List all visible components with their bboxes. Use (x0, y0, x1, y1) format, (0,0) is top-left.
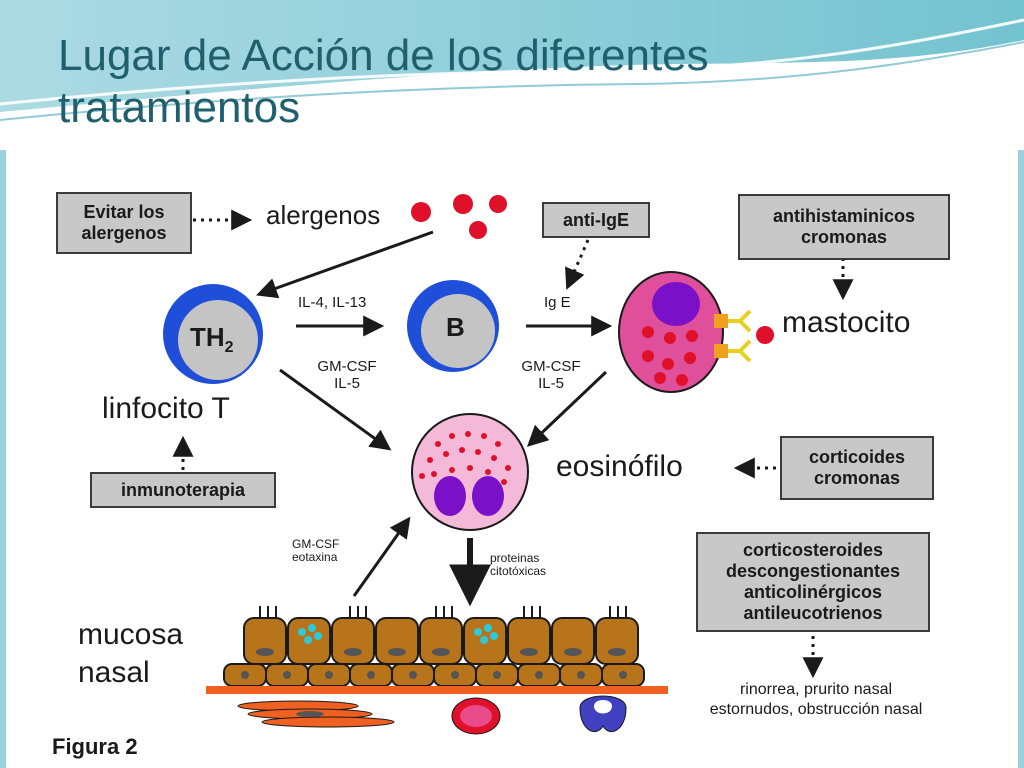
label-mucosa-nasal: mucosa nasal (78, 616, 183, 692)
diagram-graphics (163, 194, 854, 735)
box-rhinitis-treatments: corticosteroides descongestionantes anti… (696, 532, 930, 632)
arrow-mast-eos (526, 370, 608, 447)
nasal-mucosa (206, 606, 668, 694)
gm-csf-left-2: IL-5 (334, 375, 360, 392)
label-il4-il13: IL-4, IL-13 (298, 294, 367, 311)
fibroblast-cells (237, 700, 395, 728)
gm-csf-bottom-2: eotaxina (292, 550, 338, 564)
label-linfocito-t: linfocito T (102, 392, 230, 425)
proteinas-2: citotóxicas (490, 564, 547, 578)
mucosa-1: mucosa (78, 618, 184, 651)
label-mastocito: mastocito (782, 306, 911, 339)
right-edge (1018, 150, 1024, 768)
corticoides-line-2: cromonas (813, 468, 901, 488)
swoosh-line-2 (0, 41, 1024, 121)
inmunoterapia-label: inmunoterapia (120, 479, 245, 500)
mast-cell (618, 271, 774, 393)
arrow-anti-ige (565, 239, 590, 290)
arrow-th2-eos (279, 368, 392, 451)
gm-csf-right-2: IL-5 (538, 375, 564, 392)
gm-csf-right-1: GM-CSF (521, 358, 581, 375)
rhinitis-line-1: corticosteroides (742, 540, 884, 560)
rhinitis-line-4: antileucotrienos (743, 603, 883, 623)
antihist-line-2: cromonas (800, 227, 888, 247)
arrow-allergen-th2 (256, 230, 434, 299)
box-anti-ige: anti-IgE (542, 202, 650, 238)
symptoms-2: estornudos, obstrucción nasal (709, 701, 923, 718)
proteinas-1: proteinas (490, 551, 540, 565)
th2-text: TH (190, 322, 225, 352)
evitar-line-2: alergenos (81, 223, 167, 243)
evitar-line-1: Evitar los (83, 202, 165, 222)
swoosh-line (0, 18, 1024, 106)
label-th2: TH2 (190, 322, 234, 357)
gm-csf-left-1: GM-CSF (317, 358, 377, 375)
figure-caption: Figura 2 (52, 734, 138, 759)
eosinophil-cell (411, 413, 529, 531)
arrow-mucosa-eos (352, 516, 411, 597)
left-edge (0, 150, 6, 768)
rhinitis-line-3: anticolinérgicos (743, 582, 883, 602)
antihist-line-1: antihistaminicos (772, 206, 916, 226)
th2-subscript: 2 (224, 339, 234, 357)
slide-title: Lugar de Acción de los diferentes tratam… (58, 31, 709, 132)
corticoides-line-1: corticoides (808, 447, 906, 467)
b-cell (407, 280, 499, 372)
label-eosinofilo: eosinófilo (556, 450, 683, 483)
allergen-dots (411, 194, 507, 239)
label-symptoms: rinorrea, prurito nasal estornudos, obstr… (668, 680, 964, 720)
box-inmunoterapia: inmunoterapia (90, 472, 276, 508)
red-blood-cell (451, 697, 501, 735)
basophil-cell (579, 695, 627, 732)
label-b-cell: B (446, 312, 465, 342)
anti-ige-label: anti-IgE (563, 209, 629, 230)
label-ig-e: Ig E (544, 294, 571, 311)
th2-cell (163, 284, 263, 384)
rhinitis-line-2: descongestionantes (725, 561, 901, 581)
symptoms-1: rinorrea, prurito nasal (739, 681, 893, 698)
label-alergenos: alergenos (266, 200, 381, 230)
mucosa-2: nasal (78, 656, 150, 689)
gm-csf-bottom-1: GM-CSF (292, 537, 340, 551)
